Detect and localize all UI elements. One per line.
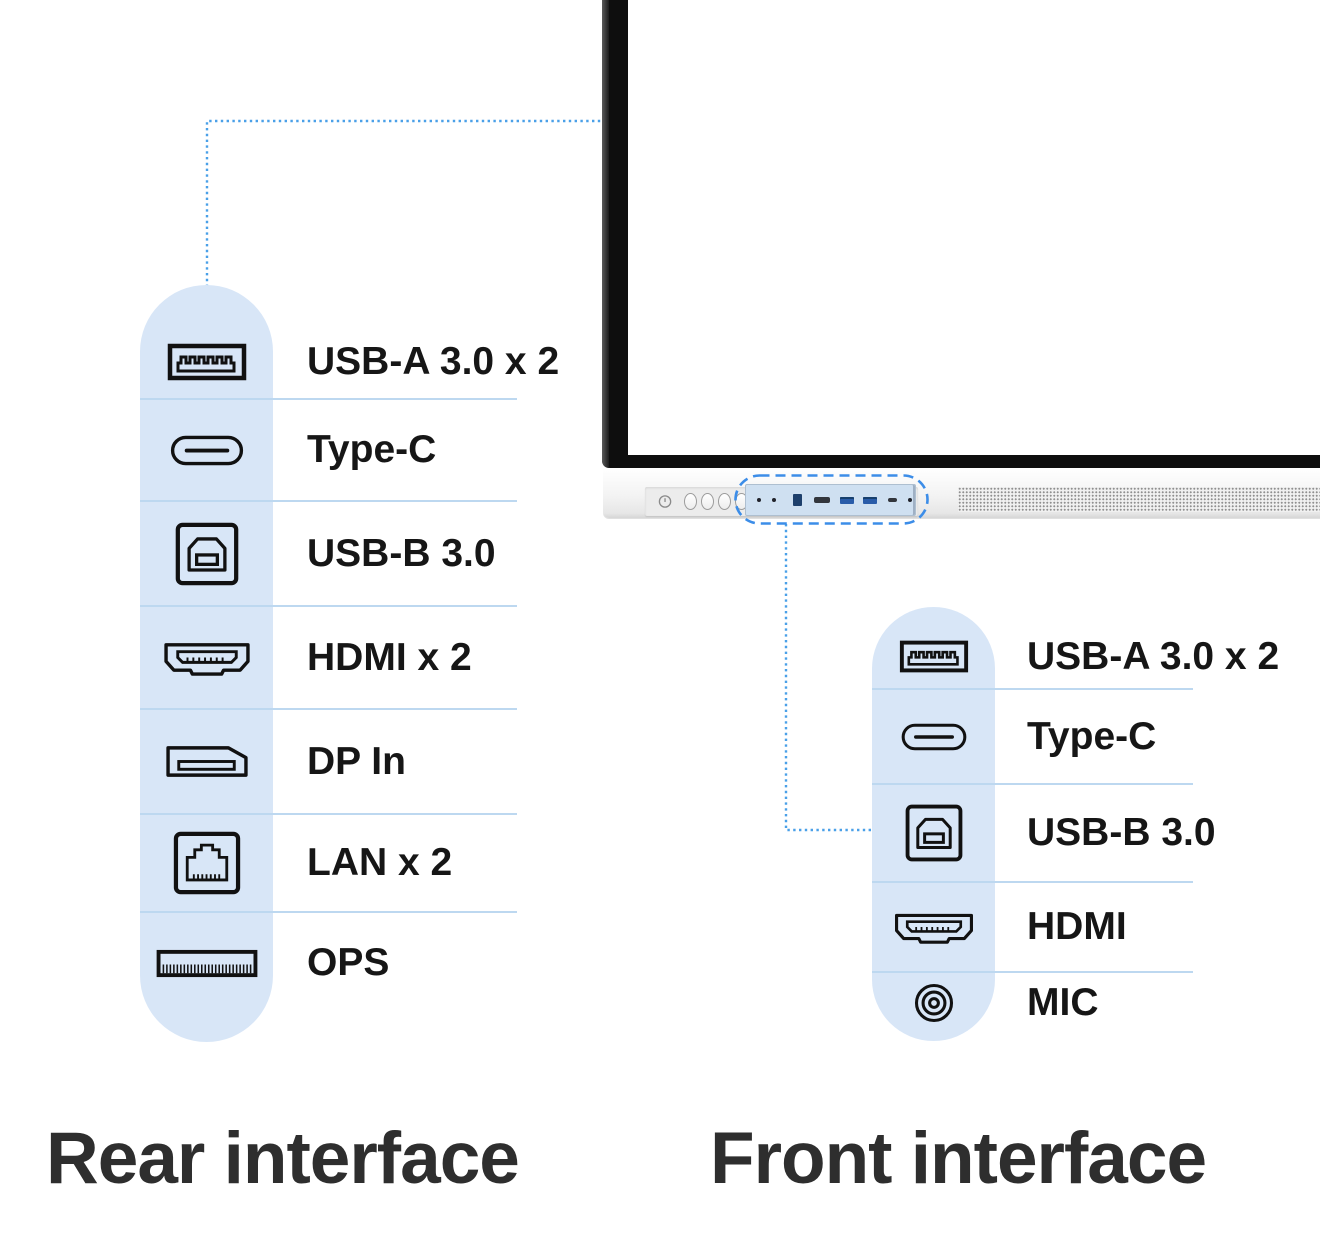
type-c-icon [170,434,243,466]
port-label: HDMI x 2 [307,635,472,679]
port-label: Type-C [1027,714,1157,758]
usb-b-port [793,494,802,506]
rear-row-dp: DP In [140,710,517,815]
rear-connector-line [205,119,606,287]
front-ports-highlight-outline [734,474,929,525]
usb-a-icon [899,640,968,673]
mic-hole [757,498,761,502]
usb-a-port [840,496,854,504]
nav-button [701,493,714,510]
rear-row-lan: LAN x 2 [140,815,517,913]
front-connector-line [784,524,874,832]
mic-hole [772,498,776,502]
port-label: Type-C [307,428,437,471]
hdmi-icon [163,643,250,676]
front-row-usb-a: USB-A 3.0 x 2 [872,625,1279,690]
display-bezel [602,0,1320,468]
port-label: USB-B 3.0 [307,531,496,575]
nav-button [718,493,731,510]
bezel-edge-highlight [602,0,609,468]
port-label: OPS [307,941,390,984]
port-label: USB-B 3.0 [1027,811,1216,854]
mic-hole [908,498,912,502]
front-interface-pill [872,607,995,1041]
port-label: MIC [1027,981,1099,1024]
front-port-panel [745,484,916,516]
dp-icon [165,746,248,777]
front-row-hdmi: HDMI [872,883,1193,973]
front-row-usb-b: USB-B 3.0 [872,785,1216,883]
speaker-grille [958,487,1320,512]
display-screen [628,0,1320,455]
rear-interface-title: Rear interface [46,1118,520,1199]
power-icon [658,495,672,508]
port-label: LAN x 2 [307,841,453,884]
hdmi-icon [894,913,973,944]
rear-row-usb-b: USB-B 3.0 [140,502,517,607]
mic-icon [914,983,953,1023]
usb-a-icon [167,343,247,381]
rear-row-hdmi: HDMI x 2 [140,607,517,710]
rear-row-usb-a: USB-A 3.0 x 2 [140,325,559,400]
usb-b-icon [175,522,239,586]
hdmi-port [814,497,830,503]
port-label: DP In [307,739,406,783]
nav-button [684,493,697,510]
display-bottom-bar [603,468,1320,525]
type-c-icon [900,723,967,750]
port-label: USB-A 3.0 x 2 [1027,634,1280,678]
front-row-type-c: Type-C [872,690,1193,785]
front-interface-title: Front interface [710,1118,1207,1199]
port-label: HDMI [1027,905,1127,948]
ops-icon [156,949,257,977]
type-c-port [888,498,897,502]
port-label: USB-A 3.0 x 2 [307,339,560,383]
lan-icon [173,831,241,895]
usb-a-port [863,496,877,504]
rear-row-type-c: Type-C [140,400,517,502]
rear-row-ops: OPS [140,913,517,1013]
usb-b-icon [905,804,962,862]
front-row-mic: MIC [872,973,1193,1033]
